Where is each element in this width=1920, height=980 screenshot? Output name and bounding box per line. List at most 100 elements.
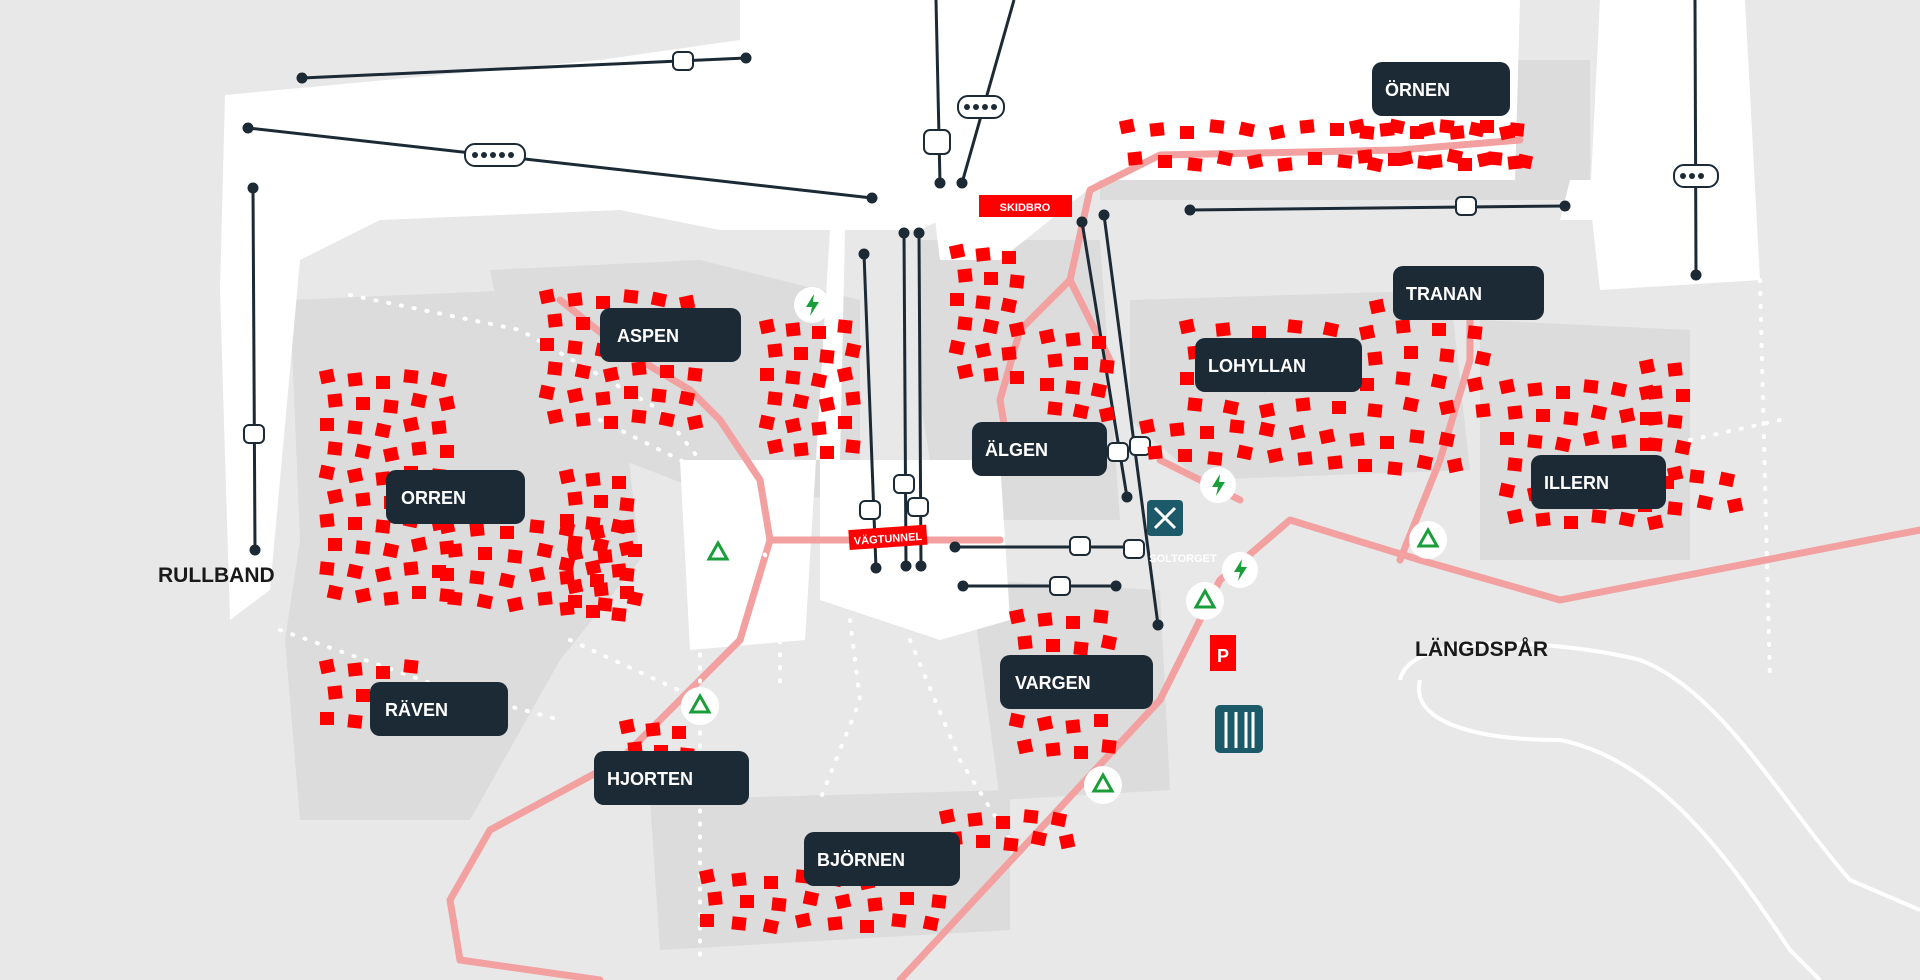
area-hjorten[interactable]: HJORTEN: [594, 751, 749, 805]
cabin: [1438, 399, 1456, 416]
cabin: [500, 526, 514, 539]
cabin: [1466, 376, 1484, 393]
cabin: [844, 342, 862, 359]
cabin: [812, 326, 826, 339]
cabin: [1611, 434, 1627, 449]
cabin: [1127, 151, 1143, 166]
cabin: [1387, 461, 1403, 476]
cabin: [558, 556, 576, 573]
recycle-icon: [1186, 582, 1224, 620]
cabin: [1101, 739, 1117, 754]
area-raven[interactable]: RÄVEN: [370, 682, 508, 736]
cabin: [1222, 399, 1240, 416]
cabin: [566, 387, 584, 404]
cabin: [1349, 432, 1365, 447]
cabin: [478, 547, 492, 560]
cabin: [957, 316, 973, 331]
restaurant-icon: [1147, 500, 1183, 536]
cabin: [546, 408, 564, 425]
cabin: [1229, 419, 1245, 434]
cabin: [1099, 359, 1115, 374]
cabin: [410, 392, 428, 409]
cabin: [355, 492, 371, 507]
cabin: [1266, 447, 1284, 464]
cabin: [412, 586, 426, 599]
cabin: [678, 390, 696, 407]
area-algen[interactable]: ÄLGEN: [972, 422, 1107, 476]
skidbro-label: SKIDBRO: [1000, 202, 1051, 214]
cabin: [820, 446, 834, 459]
cabin: [1536, 409, 1550, 422]
cabin: [1500, 432, 1514, 445]
cabin: [1287, 319, 1303, 334]
cabin: [1618, 407, 1636, 424]
cabin: [320, 712, 334, 725]
cabin: [469, 570, 485, 585]
cabin: [403, 561, 419, 576]
cabin: [1258, 421, 1276, 438]
cabin: [1322, 321, 1340, 338]
cabin: [1360, 378, 1374, 391]
cabin: [374, 422, 392, 439]
cabin: [374, 566, 392, 583]
cabin: [1388, 153, 1402, 166]
cabin: [1348, 118, 1366, 135]
cabin: [597, 597, 613, 612]
cabin: [1646, 514, 1664, 531]
area-bjornen[interactable]: BJÖRNEN: [804, 832, 960, 886]
area-ornen[interactable]: ÖRNEN: [1372, 62, 1510, 116]
cabin: [984, 272, 998, 285]
cabin: [382, 542, 400, 559]
cabin: [1527, 382, 1543, 397]
cabin: [1357, 149, 1373, 164]
cabin: [1002, 251, 1016, 264]
cabin: [764, 876, 778, 889]
cabin: [1674, 439, 1692, 456]
cabin: [678, 294, 696, 311]
area-aspen[interactable]: ASPEN: [600, 308, 741, 362]
cabin: [529, 519, 545, 534]
cabin: [547, 313, 563, 328]
cabin: [1010, 371, 1024, 384]
cabin: [983, 367, 999, 382]
cabin: [597, 549, 613, 564]
recycle-icon-glyph: [706, 539, 730, 561]
cross-country-track: [1398, 641, 1920, 980]
cabin: [612, 476, 626, 489]
cabin: [537, 591, 553, 606]
parking-label: P: [1217, 646, 1229, 666]
cabin: [1169, 422, 1185, 437]
cabin: [1092, 336, 1106, 349]
cabin: [320, 418, 334, 431]
cabin: [506, 596, 524, 613]
chairlift-seats: [472, 104, 1704, 179]
cabin: [476, 593, 494, 610]
cabin: [834, 893, 852, 910]
svg-text:ORREN: ORREN: [401, 488, 466, 508]
cabin: [1045, 742, 1061, 757]
svg-text:HJORTEN: HJORTEN: [607, 769, 693, 789]
cabin: [758, 318, 776, 335]
cabin: [1093, 609, 1109, 624]
cabin: [818, 396, 836, 413]
area-lohyllan[interactable]: LOHYLLAN: [1195, 338, 1362, 392]
cabin: [1476, 151, 1494, 168]
cabin: [1037, 612, 1053, 627]
cabin: [731, 872, 747, 887]
area-vargen[interactable]: VARGEN: [1000, 655, 1153, 709]
svg-text:ILLERN: ILLERN: [1544, 473, 1609, 493]
cabin: [1038, 328, 1056, 345]
area-orren[interactable]: ORREN: [386, 470, 525, 524]
cabin: [1216, 150, 1234, 167]
cabin: [618, 540, 636, 557]
cabin: [592, 537, 610, 554]
cabin: [784, 417, 802, 434]
cabin: [1591, 509, 1607, 524]
vagtunnel-label: VÄGTUNNEL: [853, 530, 922, 548]
cabin: [827, 916, 843, 931]
area-illern[interactable]: ILLERN: [1531, 455, 1666, 509]
cabin: [498, 572, 516, 589]
area-tranan[interactable]: TRANAN: [1393, 266, 1544, 320]
cabin: [1295, 397, 1311, 412]
cabin: [347, 420, 363, 435]
